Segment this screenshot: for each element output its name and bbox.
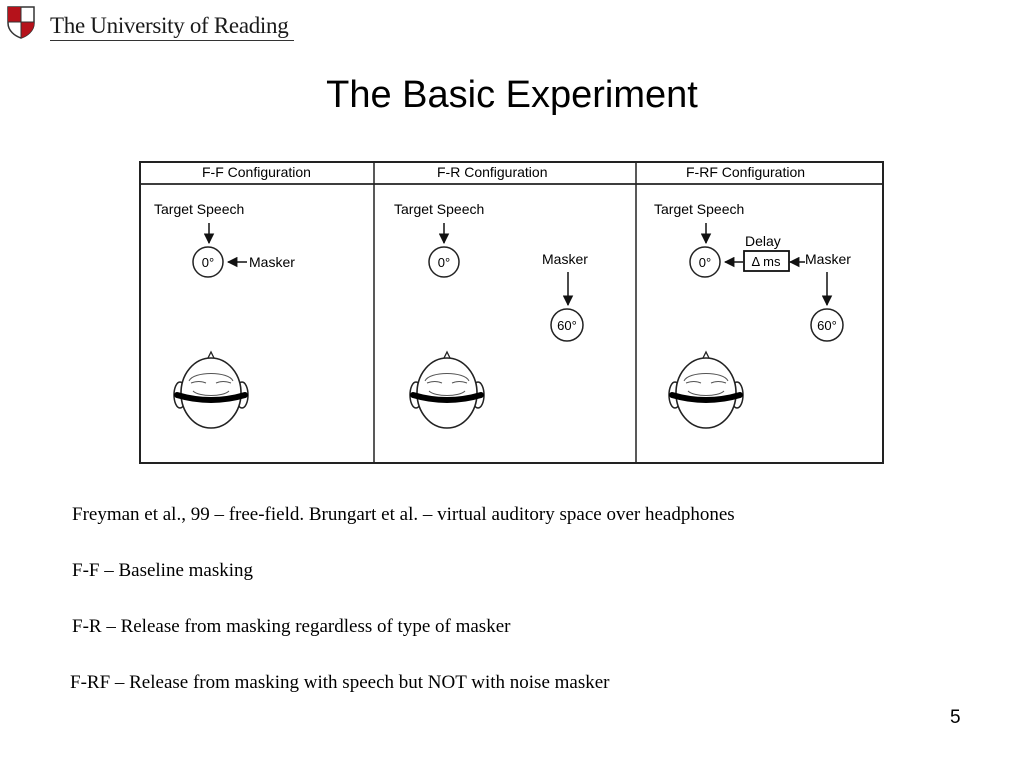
university-logo: The University of Reading	[6, 5, 296, 41]
text-line: F-F – Baseline masking	[72, 560, 254, 581]
source-0deg-circle	[689, 246, 721, 278]
slide-title: The Basic Experiment	[326, 74, 698, 116]
source-60deg-circle	[810, 308, 844, 342]
delay-box-label: Δ ms	[752, 254, 781, 269]
source-angle-label: 0°	[438, 255, 450, 270]
institution-name: The University of Reading	[50, 13, 289, 38]
panel-heading-ff: F-F Configuration	[202, 164, 311, 180]
source-0deg-circle	[192, 246, 224, 278]
configuration-diagram: F-F Configuration Target Speech 0° Maske…	[139, 161, 884, 464]
source-angle-label: 0°	[699, 255, 711, 270]
masker-label: Masker	[542, 251, 588, 267]
masker-angle-label: 60°	[817, 318, 837, 333]
target-speech-label: Target Speech	[394, 201, 484, 217]
masker-angle-label: 60°	[557, 318, 577, 333]
target-speech-label: Target Speech	[154, 201, 244, 217]
source-60deg-circle	[550, 308, 584, 342]
masker-label: Masker	[249, 254, 295, 270]
university-crest-icon	[7, 6, 35, 39]
panel-fr: F-R Configuration Target Speech 0° Maske…	[394, 164, 588, 428]
figure-frame	[139, 161, 884, 464]
source-angle-label: 0°	[202, 255, 214, 270]
text-line: Freyman et al., 99 – free-field. Brungar…	[72, 504, 735, 525]
panel-heading-fr: F-R Configuration	[437, 164, 548, 180]
text-line: F-R – Release from masking regardless of…	[72, 616, 511, 637]
text-line: F-RF – Release from masking with speech …	[70, 672, 610, 693]
header-rule	[50, 40, 294, 41]
panel-frf: F-RF Configuration Target Speech 0° Dela…	[654, 164, 851, 428]
source-0deg-circle	[428, 246, 460, 278]
configuration-figure: F-F Configuration Target Speech 0° Maske…	[139, 160, 886, 466]
delay-label: Delay	[745, 233, 781, 249]
masker-label: Masker	[805, 251, 851, 267]
panel-ff: F-F Configuration Target Speech 0° Maske…	[154, 164, 311, 428]
panel-heading-frf: F-RF Configuration	[686, 164, 805, 180]
target-speech-label: Target Speech	[654, 201, 744, 217]
page-number: 5	[950, 707, 961, 728]
